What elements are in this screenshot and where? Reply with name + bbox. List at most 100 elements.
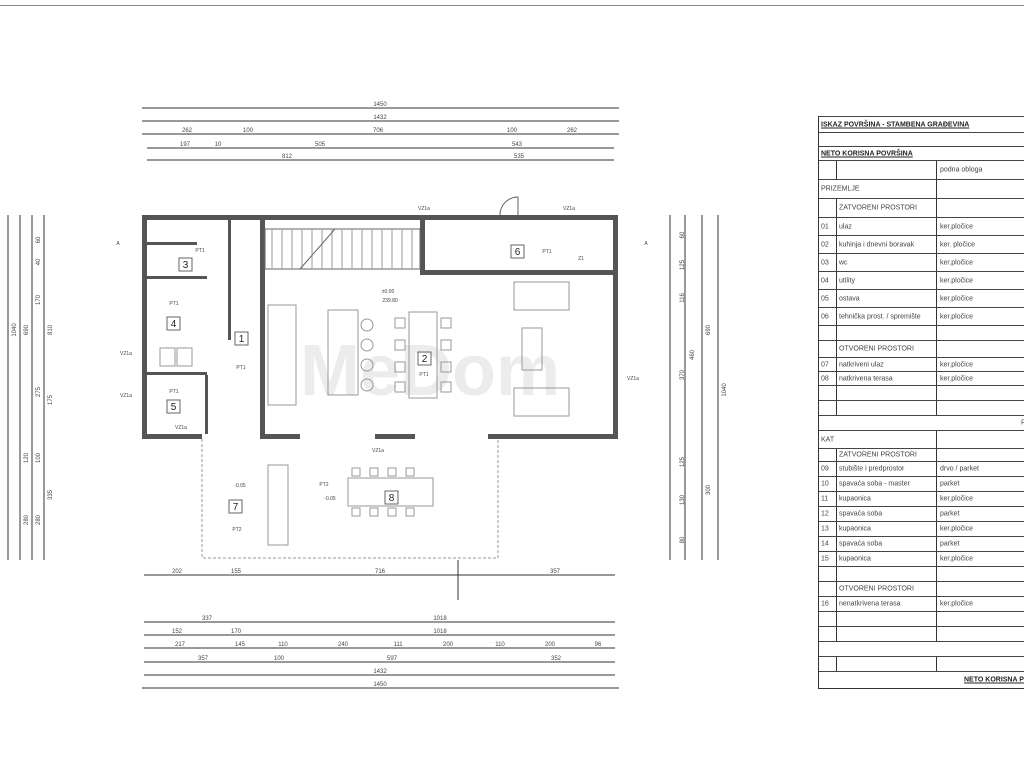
partial-label: P (1021, 419, 1024, 427)
window-tag: VZ1a (175, 425, 187, 431)
dim-label: 275 (36, 386, 42, 397)
room-name: nenatkrivena terasa (839, 600, 901, 608)
section-mark: A (644, 241, 648, 247)
dim-label: 262 (182, 128, 193, 134)
dim-label: 337 (202, 616, 213, 622)
dim-label: 535 (514, 154, 525, 160)
dim-label: 125 (680, 259, 686, 270)
table-row: ZATVORENI PROSTORI (819, 448, 1024, 461)
dim-label: 120 (24, 452, 30, 463)
table-row (819, 626, 1024, 641)
room-name: spavaća soba (839, 540, 883, 548)
dim-label: 300 (706, 484, 712, 495)
dim-label: 100 (243, 128, 254, 134)
footer-row: NETO KORISNA P (819, 671, 1024, 688)
room-number: 7 (233, 502, 239, 513)
furniture (159, 196, 570, 559)
dim-label: 543 (512, 142, 523, 148)
window-tag: VZ1a (120, 393, 132, 399)
floor-finish: ker.pločice (940, 295, 974, 302)
room-no: 09 (821, 465, 829, 473)
room-name: kupaonica (839, 525, 871, 533)
floor-finish: ker.pločice (940, 555, 974, 563)
room-no: 11 (821, 495, 829, 503)
table-subtitle: NETO KORISNA POVRŠINA (821, 150, 913, 157)
elevation-level: ±0.00 (382, 289, 395, 295)
dim-label: 690 (706, 324, 712, 335)
table-footer: NETO KORISNA P (964, 676, 1024, 684)
floor-tag: PT2 (319, 482, 328, 488)
left-dimensions: 1040 690 810 170 60 40 275 175 120 100 3… (7, 215, 54, 560)
dim-label: 125 (680, 456, 686, 467)
sheet-border-line (0, 5, 1024, 6)
dim-label: 240 (338, 642, 349, 648)
dim-label: 145 (235, 642, 246, 648)
floor-finish: parket (940, 480, 960, 488)
room-no: 04 (821, 277, 829, 284)
floor-finish: ker.pločice (940, 525, 974, 533)
table-row (819, 400, 1024, 415)
room-name: kuhinja i dnevni boravak (839, 241, 915, 248)
table-row: OTVORENI PROSTORI (819, 581, 1024, 596)
table-row (819, 132, 1024, 146)
room-name: natkrivena terasa (839, 375, 893, 382)
room-name: stubište i predprostor (839, 465, 905, 473)
table-row: NETO KORISNA POVRŠINA (819, 146, 1024, 160)
group-label: OTVORENI PROSTORI (839, 345, 914, 353)
dim-label: 262 (567, 128, 578, 134)
dim-label: 810 (48, 324, 54, 335)
elevation-level: -0.05 (324, 496, 336, 502)
dim-label: 155 (231, 569, 242, 575)
dim-label: 100 (274, 656, 285, 662)
dim-label: 1450 (373, 682, 387, 688)
section-mark: A (116, 241, 120, 247)
floor-finish: ker.pločice (940, 375, 974, 382)
table-row (819, 325, 1024, 340)
dim-label: 111 (393, 642, 403, 648)
column-header: podna obloga (940, 166, 983, 174)
dim-label: 60 (680, 231, 686, 238)
dim-label: 60 (36, 236, 42, 243)
dim-label: 170 (36, 294, 42, 305)
dim-label: 357 (198, 656, 209, 662)
table-row (819, 656, 1024, 671)
section-label: PRIZEMLJE (821, 185, 860, 193)
floor-tag: PT1 (195, 248, 204, 254)
table-row: ZATVORENI PROSTORI (819, 198, 1024, 217)
room-name: spavaća soba (839, 510, 883, 518)
dim-label: 200 (443, 642, 454, 648)
room-name: kupaonica (839, 495, 871, 503)
dim-label: 352 (551, 656, 562, 662)
room-name: ostava (839, 295, 860, 302)
dim-label: 100 (36, 452, 42, 463)
dim-label: 460 (690, 349, 696, 360)
walls (142, 215, 618, 439)
floor-tag: PT1 (236, 365, 245, 371)
floor-finish: ker.pločice (940, 361, 974, 368)
header-row: podna obloga (819, 160, 1024, 179)
window-tag: VZ1a (563, 206, 575, 212)
dim-label: 197 (180, 142, 191, 148)
group-label: ZATVORENI PROSTORI (839, 451, 917, 459)
dim-label: 170 (231, 629, 242, 635)
floor-finish: parket (940, 510, 960, 518)
room-no: 15 (821, 555, 829, 563)
floor-finish: parket (940, 540, 960, 548)
bottom-dimensions: 202 155 716 357 337 1018 152 170 1018 21… (142, 560, 619, 689)
room-name: tehnička prost. / spremište (839, 313, 921, 320)
room-number: 5 (171, 402, 177, 413)
room-no: 07 (821, 361, 829, 368)
table-row: P (819, 415, 1024, 430)
